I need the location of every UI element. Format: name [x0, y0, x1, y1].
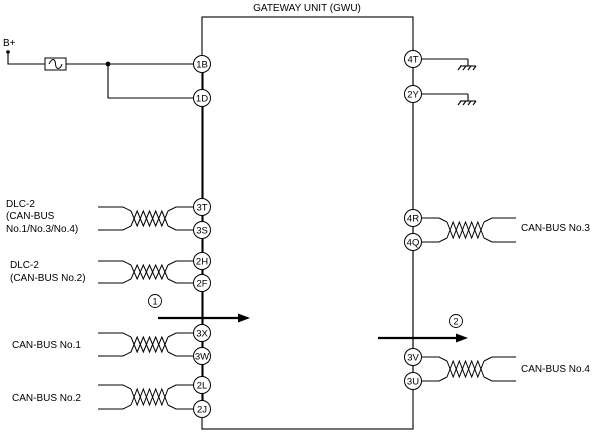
pin-2f: 2F [193, 274, 211, 292]
flow-arrow-1-head [238, 313, 250, 323]
pin-3x: 3X [193, 324, 211, 342]
svg-text:3V: 3V [407, 353, 419, 364]
pin-1b: 1B [193, 55, 211, 73]
label-dlc2-a-line1: DLC-2 [6, 199, 35, 210]
pin-1d: 1D [193, 89, 211, 107]
svg-text:1B: 1B [196, 60, 208, 71]
gateway-unit-outline [201, 16, 414, 430]
unit-title: GATEWAY UNIT (GWU) [253, 3, 361, 14]
pin-2h: 2H [193, 252, 211, 270]
marker-1-circle [148, 294, 162, 308]
label-can-bus-3: CAN-BUS No.3 [521, 223, 590, 234]
twist-can2 [98, 384, 193, 410]
label-dlc2-a-line3: No.1/No.3/No.4) [6, 224, 78, 235]
pin-4r: 4R [404, 209, 422, 227]
pin-3v: 3V [404, 348, 422, 366]
twist-dlc2-a [98, 206, 193, 231]
pin-4t: 4T [404, 50, 422, 68]
ground-4t [422, 58, 477, 71]
label-can-bus-1: CAN-BUS No.1 [12, 340, 81, 351]
marker-1: 1 [152, 297, 157, 307]
svg-text:3S: 3S [196, 226, 208, 237]
label-can-bus-2: CAN-BUS No.2 [12, 393, 81, 404]
svg-text:2Y: 2Y [407, 90, 419, 101]
marker-2-circle [449, 314, 463, 328]
pin-3u: 3U [404, 372, 422, 390]
fuse-element [48, 59, 63, 69]
twisted-pairs [98, 206, 516, 410]
svg-text:2L: 2L [197, 381, 208, 392]
ground-2y [422, 93, 477, 106]
twist-can1 [98, 332, 193, 357]
svg-text:4R: 4R [407, 214, 419, 225]
flow-arrow-2-head [456, 333, 468, 343]
twist-dlc2-b [98, 260, 193, 284]
label-dlc2-a-line2: (CAN-BUS [6, 211, 55, 222]
pin-2j: 2J [193, 400, 211, 418]
svg-text:3X: 3X [196, 329, 208, 340]
label-can-bus-4: CAN-BUS No.4 [521, 364, 590, 375]
power-label: B+ [3, 38, 16, 49]
pin-2l: 2L [193, 376, 211, 394]
svg-text:1D: 1D [196, 94, 208, 105]
twist-can3 [422, 217, 516, 243]
power-circuit: B+ [3, 38, 193, 99]
svg-text:4T: 4T [407, 55, 418, 66]
label-dlc2-b-line2: (CAN-BUS No.2) [10, 273, 86, 284]
svg-text:2J: 2J [197, 405, 207, 416]
pin-3w: 3W [193, 347, 211, 365]
marker-2: 2 [453, 317, 458, 327]
svg-text:2H: 2H [196, 257, 208, 268]
svg-text:3W: 3W [195, 352, 209, 363]
pin-2y: 2Y [404, 85, 422, 103]
pin-3s: 3S [193, 221, 211, 239]
svg-text:2F: 2F [196, 279, 207, 290]
label-dlc2-b-line1: DLC-2 [10, 260, 39, 271]
svg-text:3T: 3T [196, 203, 207, 214]
twist-can4 [422, 356, 516, 382]
svg-text:3U: 3U [407, 377, 419, 388]
pin-4q: 4Q [404, 233, 422, 251]
pin-3t: 3T [193, 198, 211, 216]
svg-text:4Q: 4Q [407, 238, 420, 249]
